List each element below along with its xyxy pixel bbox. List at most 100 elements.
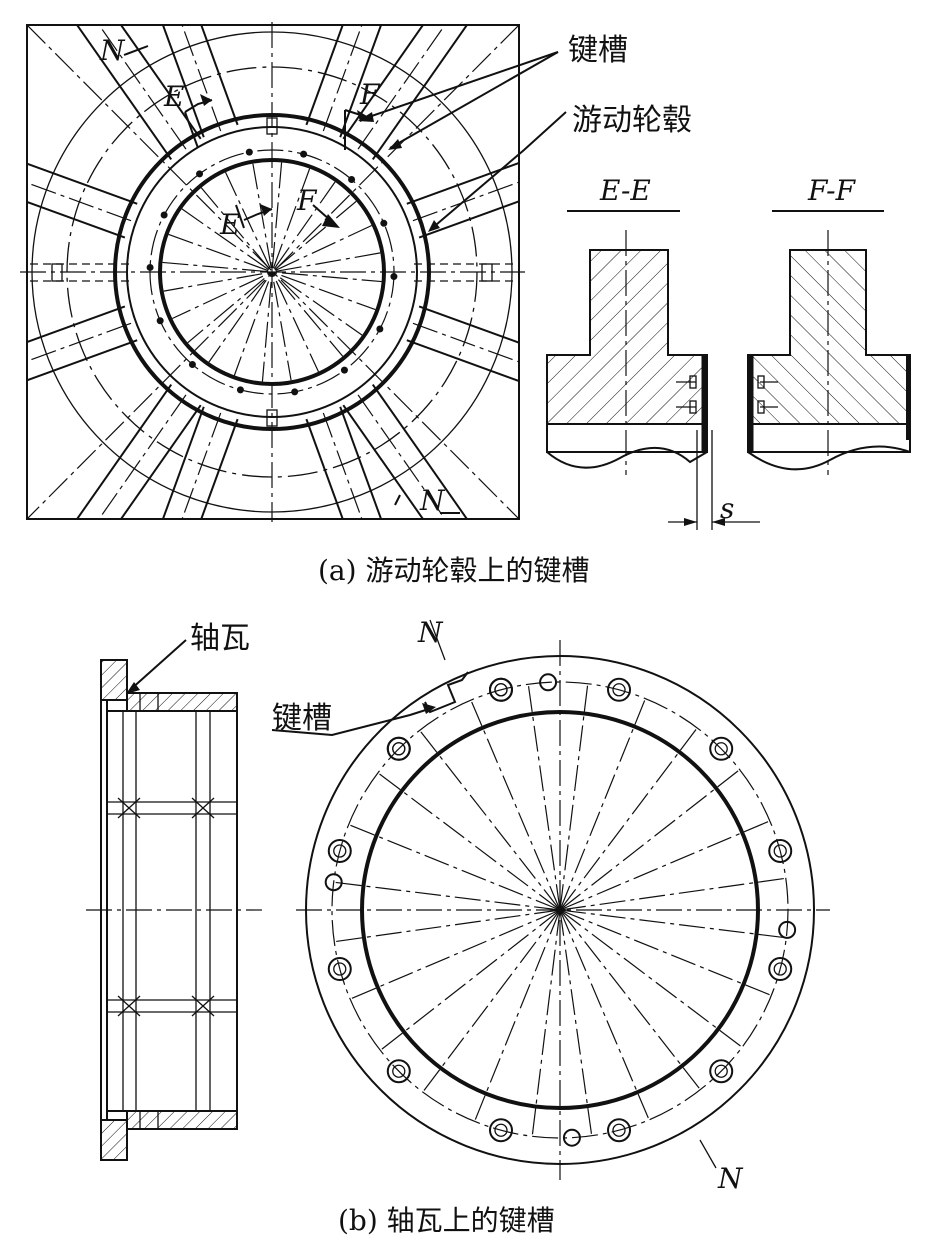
hub-bolt-hole	[291, 388, 299, 396]
bearing-centerline	[474, 909, 561, 1122]
bearing-centerline	[422, 909, 561, 1093]
hub-centerline	[208, 181, 336, 363]
hub-centerline	[224, 172, 320, 372]
caption-a: (a) 游动轮毂上的键槽	[318, 554, 589, 587]
bearing-centerline	[349, 909, 561, 1000]
spider-arm-axis	[412, 181, 519, 222]
spider-arm-edge	[305, 418, 344, 519]
bearing-centerline	[559, 877, 786, 911]
bearing-bolt-hole-inner	[773, 962, 787, 976]
hub-bolt-holes	[146, 148, 398, 396]
spider-arm-axis	[412, 322, 519, 363]
bearing-bolt-hole-inner	[494, 683, 508, 697]
spider-arm-edge	[418, 305, 519, 344]
spider-arm-edge	[305, 25, 344, 126]
bearing-bolt-hole	[488, 1118, 513, 1143]
hub-bolt-hole	[390, 273, 398, 281]
bearing-dowel-hole	[778, 920, 797, 939]
bearing-bolt-hole	[488, 677, 513, 702]
bearing-centerline	[348, 824, 561, 911]
spider-arm-edge	[406, 161, 519, 205]
label-bearing: 轴瓦	[190, 621, 250, 656]
bearing-centerline	[531, 909, 561, 1137]
bearing-dowel-hole	[539, 673, 558, 692]
bearing-bolt-hole	[607, 1118, 632, 1143]
hub-centerline	[261, 162, 283, 382]
hub-bolt-hole	[245, 148, 253, 156]
bearing-centerline	[559, 909, 787, 939]
caption-b: (b) 轴瓦上的键槽	[338, 1204, 555, 1237]
bearing-bolt-hole-inner	[392, 1064, 406, 1078]
bearing-centerline	[377, 772, 561, 911]
bearing-bolt-hole	[768, 957, 793, 982]
bearing-bolt-hole	[386, 1059, 411, 1084]
spider-arm-axis	[27, 322, 132, 362]
bearing-centerline	[559, 909, 650, 1121]
spider-arm-axis	[322, 412, 363, 519]
bearing-centerline	[333, 881, 561, 911]
hub-centerline	[187, 200, 357, 344]
bearing-centerline	[559, 727, 698, 911]
bearing-centerline	[559, 769, 741, 911]
label-keyway-a: 键槽	[568, 33, 628, 68]
spider-arm-edge	[371, 383, 469, 519]
label-keyway-b: 键槽	[272, 701, 332, 736]
spider-arm-axis	[357, 394, 446, 519]
spider-arm-edge	[119, 25, 202, 140]
spider-arm-edge	[200, 418, 239, 519]
spider-arm-axis	[181, 412, 222, 519]
spider-arm-axis	[181, 25, 222, 132]
marker-e-top: E	[163, 80, 184, 113]
hub-centerline	[162, 261, 382, 283]
spider-arm-axis	[98, 394, 187, 519]
bearing-centerline	[559, 683, 589, 911]
bearing-bolt-hole	[386, 736, 411, 761]
bearing-bolt-hole-inner	[333, 962, 347, 976]
hub-centerline	[172, 224, 372, 320]
spider-arm-edge	[75, 383, 173, 519]
bearing-side-view: 轴瓦	[86, 621, 262, 1161]
hub-bolt-hole	[380, 219, 388, 227]
label-hub: 游动轮毂	[572, 103, 692, 138]
bearing-centerline	[559, 909, 743, 1048]
spider-arm-edge	[27, 305, 126, 344]
bearing-centerline	[559, 698, 646, 911]
section-e-e: E-E s	[546, 174, 760, 530]
hub-centerline	[252, 163, 292, 381]
bearing-centerline	[419, 729, 561, 911]
bearing-dowel-hole	[324, 873, 343, 892]
spider-arm-edge	[161, 406, 205, 519]
bearing-centerline	[559, 909, 593, 1136]
bearing-front-view: 键槽 N N	[271, 616, 830, 1195]
bearing-bolt-hole	[607, 677, 632, 702]
marker-n-top: N	[99, 34, 126, 67]
bearing-bolt-hole-inner	[612, 1123, 626, 1137]
panel-a-hub-view: 键槽 游动轮毂 N N E E F F	[20, 22, 692, 522]
spider-arm-axis	[98, 25, 187, 150]
bearing-bolt-hole-inner	[333, 844, 347, 858]
bearing-bolt-hole-inner	[773, 844, 787, 858]
marker-n-b-top: N	[417, 616, 444, 649]
bearing-centerline	[470, 699, 561, 911]
dim-s: s	[720, 492, 734, 525]
bearing-centerline	[527, 684, 561, 911]
hub-centerline	[200, 187, 344, 357]
bearing-bolt-hole	[709, 736, 734, 761]
spider-arm-edge	[75, 25, 173, 161]
section-e-title: E-E	[599, 174, 651, 207]
marker-f-top: F	[359, 78, 381, 111]
bearing-bolt-hole-inner	[714, 742, 728, 756]
spider-arm-edge	[339, 406, 383, 519]
bearing-bolt-hole-inner	[494, 1123, 508, 1137]
spider-arm-axis	[322, 25, 363, 132]
hub-bolt-hole	[300, 150, 308, 158]
spider-arm-edge	[418, 200, 519, 239]
spider-arm-edge	[371, 25, 469, 161]
section-f-title: F-F	[807, 174, 857, 207]
spider-arm-edge	[406, 339, 519, 383]
hub-centerline	[181, 208, 363, 336]
spider-arm-edge	[161, 25, 205, 138]
hub-centerline	[163, 252, 381, 292]
section-f-f: F-F	[747, 174, 911, 475]
